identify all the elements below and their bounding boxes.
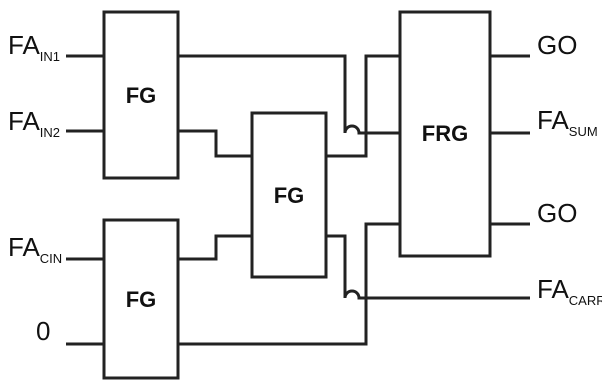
wire-fg-bottom-out2 <box>178 222 400 346</box>
output-label-fa-carry: FACARRY <box>537 274 602 308</box>
fg-bottom-block <box>102 218 180 380</box>
output-go-top-main: GO <box>537 30 577 60</box>
output-carry-sub: CARRY <box>569 293 602 308</box>
input-label-fa-in2: FAIN2 <box>8 106 60 140</box>
input-label-zero: 0 <box>36 316 50 346</box>
wire-fg-top-out2 <box>178 129 252 158</box>
input-in2-sub: IN2 <box>40 125 60 140</box>
input-label-fa-cin: FACIN <box>8 232 62 266</box>
fg-mid-block <box>250 111 328 279</box>
frg-block <box>398 10 492 258</box>
wire-fg-bottom-out1 <box>178 234 252 261</box>
output-carry-main: FA <box>537 274 569 304</box>
fg-bottom-label: FG <box>126 287 157 312</box>
output-sum-sub: SUM <box>569 124 598 139</box>
output-go-bottom-main: GO <box>537 198 577 228</box>
fg-mid-label: FG <box>274 183 305 208</box>
output-sum-main: FA <box>537 105 569 135</box>
wire-fg-mid-out1 <box>326 54 400 158</box>
input-cin-main: FA <box>8 232 40 262</box>
frg-label: FRG <box>422 121 468 146</box>
output-label-go-bottom: GO <box>537 198 577 228</box>
input-cin-sub: CIN <box>40 251 62 266</box>
input-in1-main: FA <box>8 30 40 60</box>
fg-top-label: FG <box>126 83 157 108</box>
wire-fg-top-out1 <box>178 54 400 135</box>
output-label-go-top: GO <box>537 30 577 60</box>
output-label-fa-sum: FASUM <box>537 105 598 139</box>
input-in2-main: FA <box>8 106 40 136</box>
input-label-fa-in1: FAIN1 <box>8 30 60 64</box>
input-zero-main: 0 <box>36 316 50 346</box>
wire-fg-mid-out2 <box>326 234 530 300</box>
input-in1-sub: IN1 <box>40 49 60 64</box>
fg-top-block <box>102 10 180 180</box>
